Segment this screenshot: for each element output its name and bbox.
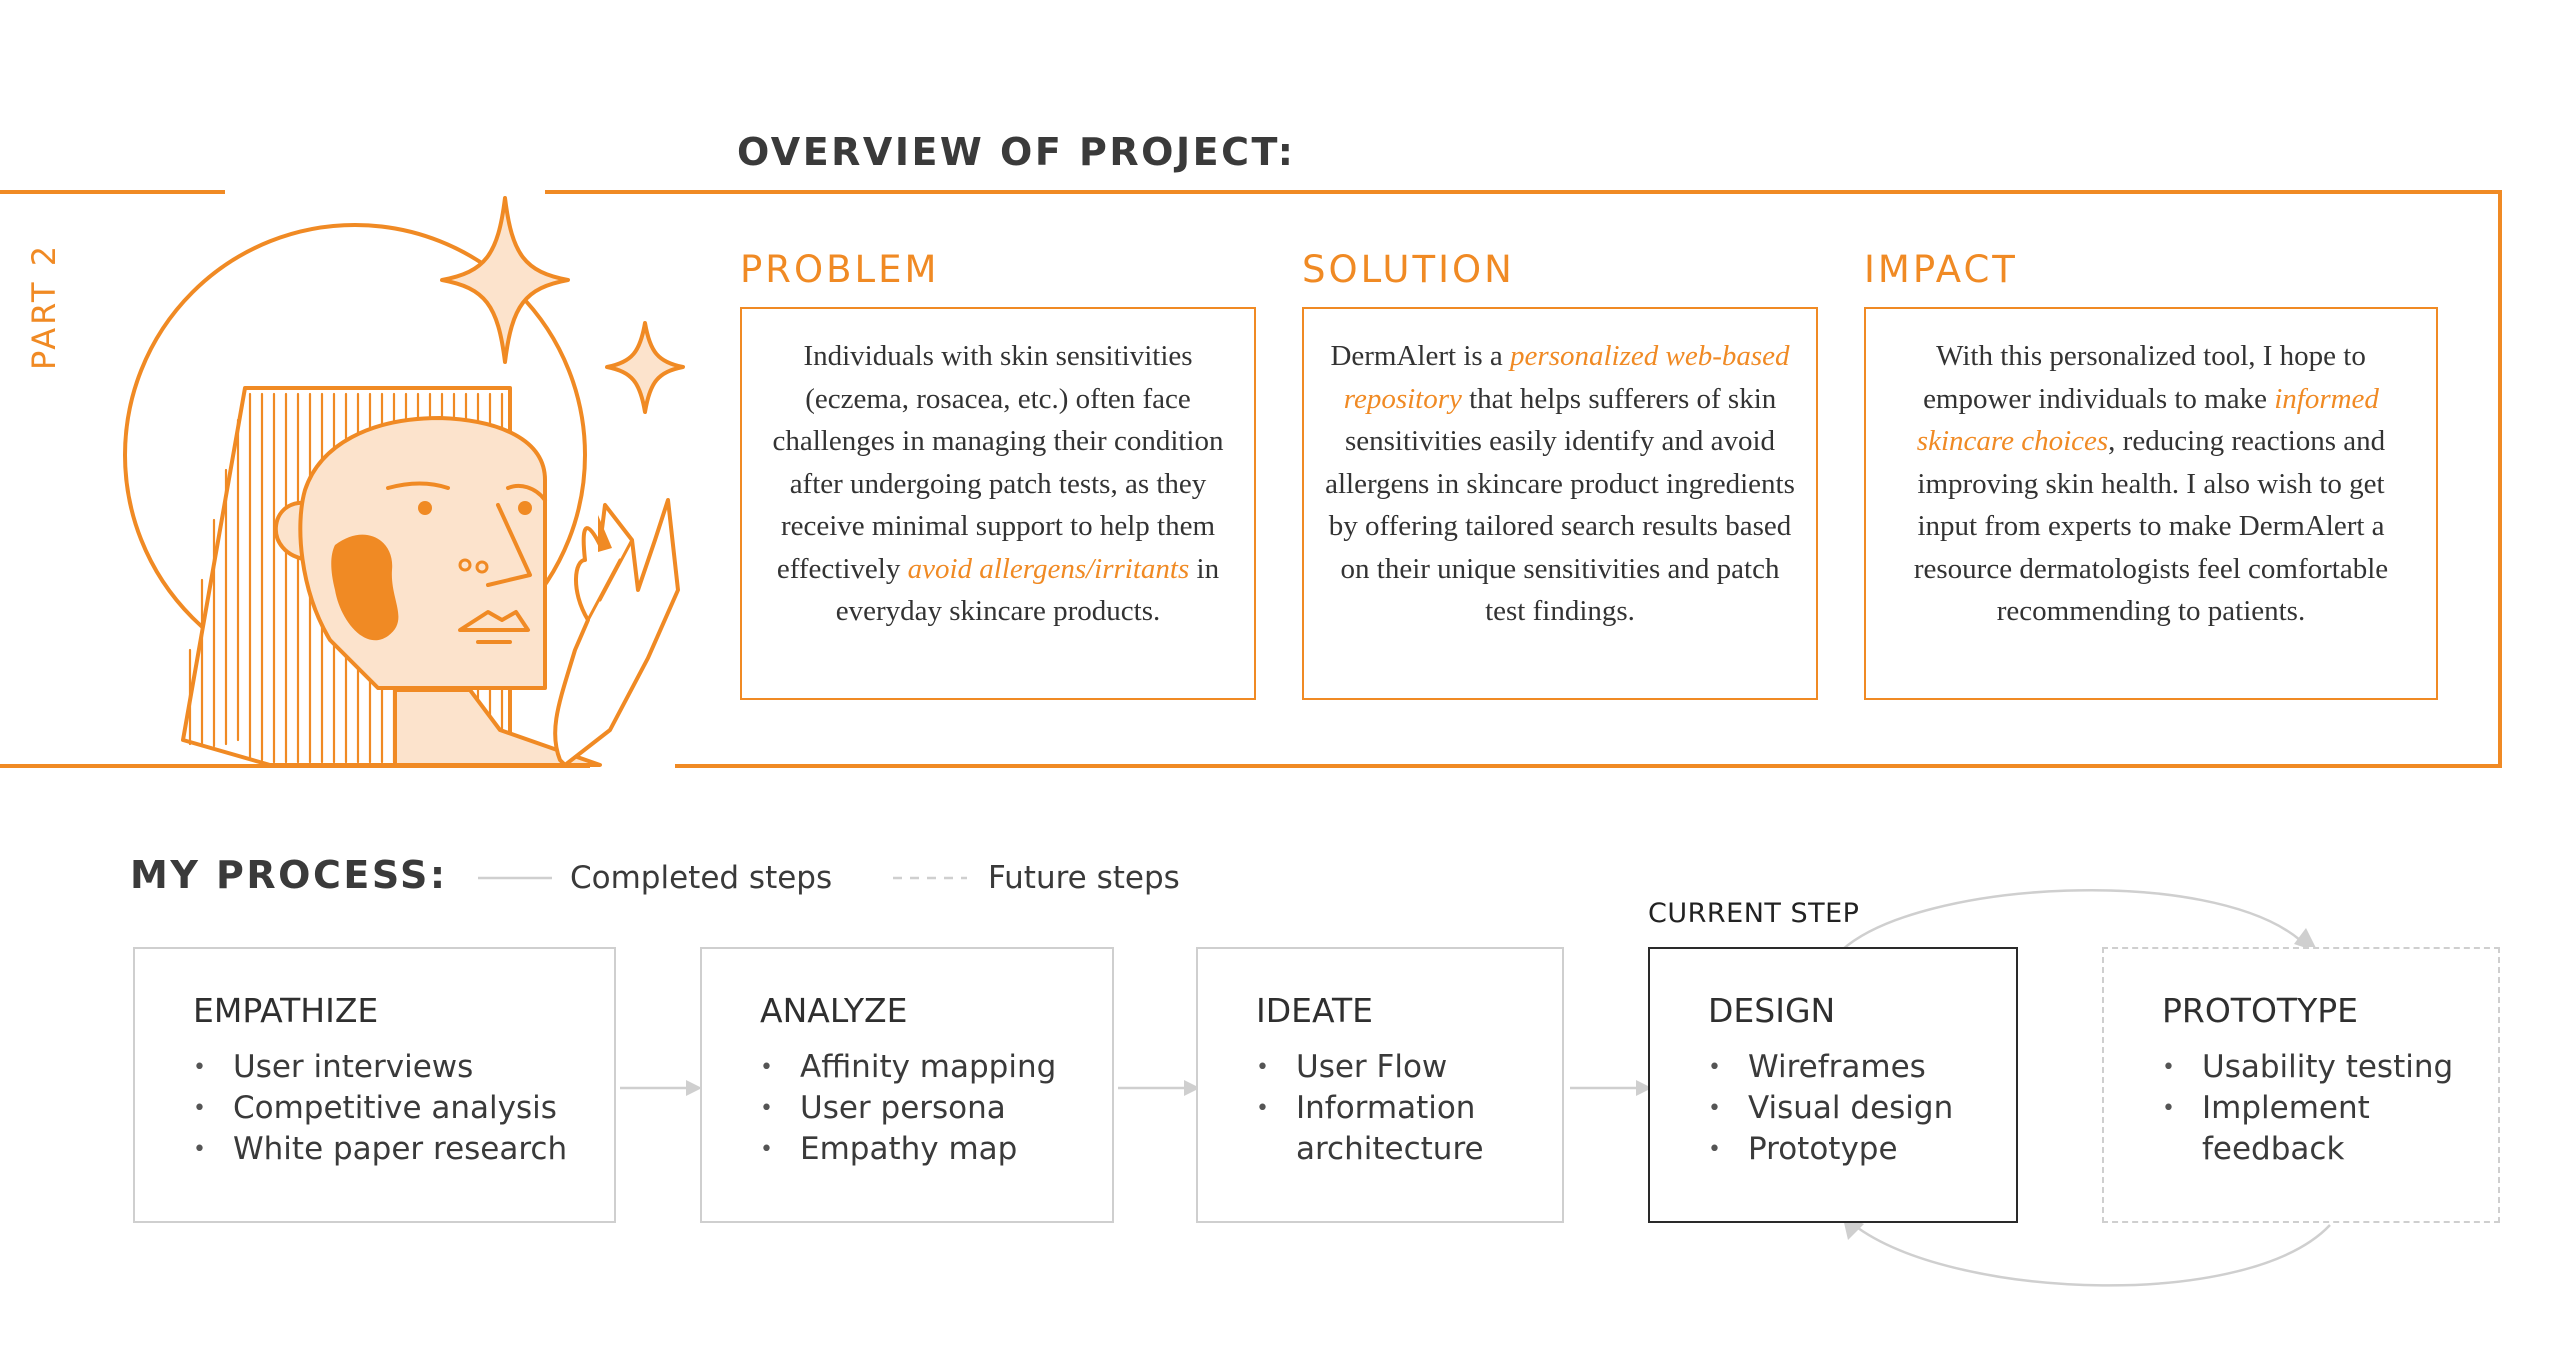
hand-fingers: [586, 538, 634, 622]
impact-text-2: , reducing reactions and improving skin …: [1913, 425, 2389, 627]
lips: [458, 610, 530, 644]
nose: [486, 503, 532, 587]
hand-shape: [553, 498, 680, 767]
solution-heading: SOLUTION: [1302, 248, 1515, 291]
impact-heading: IMPACT: [1864, 248, 2018, 291]
nostril-right: [475, 560, 489, 574]
step-item: Wireframes: [1708, 1047, 1953, 1088]
left-eyebrow: [386, 481, 450, 490]
right-eyebrow: [506, 483, 547, 502]
impact-text-1: With this personalized tool, I hope to e…: [1923, 340, 2366, 415]
loop-arrow-icon: [1841, 889, 2331, 1287]
step-item: Affinity mapping: [760, 1047, 1056, 1088]
cheek-finger: [598, 515, 612, 552]
current-step-label: CURRENT STEP: [1648, 898, 1860, 929]
problem-text-2: in everyday skincare products.: [835, 552, 1220, 628]
step-title: PROTOTYPE: [2162, 991, 2359, 1030]
step-item: Information architecture: [1256, 1088, 1526, 1170]
sparkle-small-icon: [605, 321, 685, 414]
step-item: Competitive analysis: [193, 1088, 567, 1129]
step-item: Empathy map: [760, 1129, 1056, 1170]
sparkle-large-icon: [440, 196, 570, 364]
step-item: User persona: [760, 1088, 1056, 1129]
problem-card: Individuals with skin sensitivities (ecz…: [740, 307, 1256, 700]
step-title: DESIGN: [1708, 991, 1836, 1030]
step-item: Implement feedback: [2162, 1088, 2402, 1170]
step-item: Usability testing: [2162, 1047, 2453, 1088]
step-items: Wireframes Visual design Prototype: [1708, 1047, 1953, 1170]
step-title: ANALYZE: [760, 991, 908, 1030]
step-item: User Flow: [1256, 1047, 1526, 1088]
solution-text-2: that helps sufferers of skin sensitiviti…: [1325, 382, 1795, 628]
nostril-left: [458, 558, 472, 572]
step-items: User Flow Information architecture: [1256, 1047, 1526, 1170]
step-item: Visual design: [1708, 1088, 1953, 1129]
solution-card: DermAlert is a personalized web-based re…: [1302, 307, 1818, 700]
step-items: Affinity mapping User persona Empathy ma…: [760, 1047, 1056, 1170]
right-eye: [518, 501, 532, 515]
solution-text-1: DermAlert is a: [1330, 340, 1511, 372]
solution-highlight: personalized web-based repository: [1343, 340, 1790, 415]
process-title: MY PROCESS:: [130, 853, 448, 897]
problem-highlight: avoid allergens/irritants: [907, 552, 1190, 585]
cheek-blush: [331, 534, 399, 641]
step-title: IDEATE: [1256, 991, 1374, 1030]
step-prototype: PROTOTYPE Usability testing Implement fe…: [2102, 947, 2500, 1223]
legend-completed: Completed steps: [570, 860, 833, 896]
step-items: User interviews Competitive analysis Whi…: [193, 1047, 567, 1170]
step-ideate: IDEATE User Flow Information architectur…: [1196, 947, 1564, 1223]
overview-title: OVERVIEW OF PROJECT:: [737, 130, 1296, 174]
problem-heading: PROBLEM: [740, 248, 940, 291]
step-empathize: EMPATHIZE User interviews Competitive an…: [133, 947, 616, 1223]
step-title: EMPATHIZE: [193, 991, 379, 1030]
step-item: Prototype: [1708, 1129, 1953, 1170]
step-design: DESIGN Wireframes Visual design Prototyp…: [1648, 947, 2018, 1223]
woman-face-illustration: [123, 196, 685, 767]
step-items: Usability testing Implement feedback: [2162, 1047, 2453, 1170]
part-label: PART 2: [25, 242, 63, 370]
legend-future: Future steps: [988, 860, 1180, 896]
arrow-right-icon: [620, 1080, 1652, 1096]
left-eye: [418, 501, 432, 515]
step-item: User interviews: [193, 1047, 567, 1088]
step-analyze: ANALYZE Affinity mapping User persona Em…: [700, 947, 1114, 1223]
problem-text-1: Individuals with skin sensitivities (ecz…: [772, 340, 1224, 585]
step-item: White paper research: [193, 1129, 567, 1170]
impact-highlight: informed skincare choices: [1916, 382, 2379, 458]
impact-card: With this personalized tool, I hope to e…: [1864, 307, 2438, 700]
